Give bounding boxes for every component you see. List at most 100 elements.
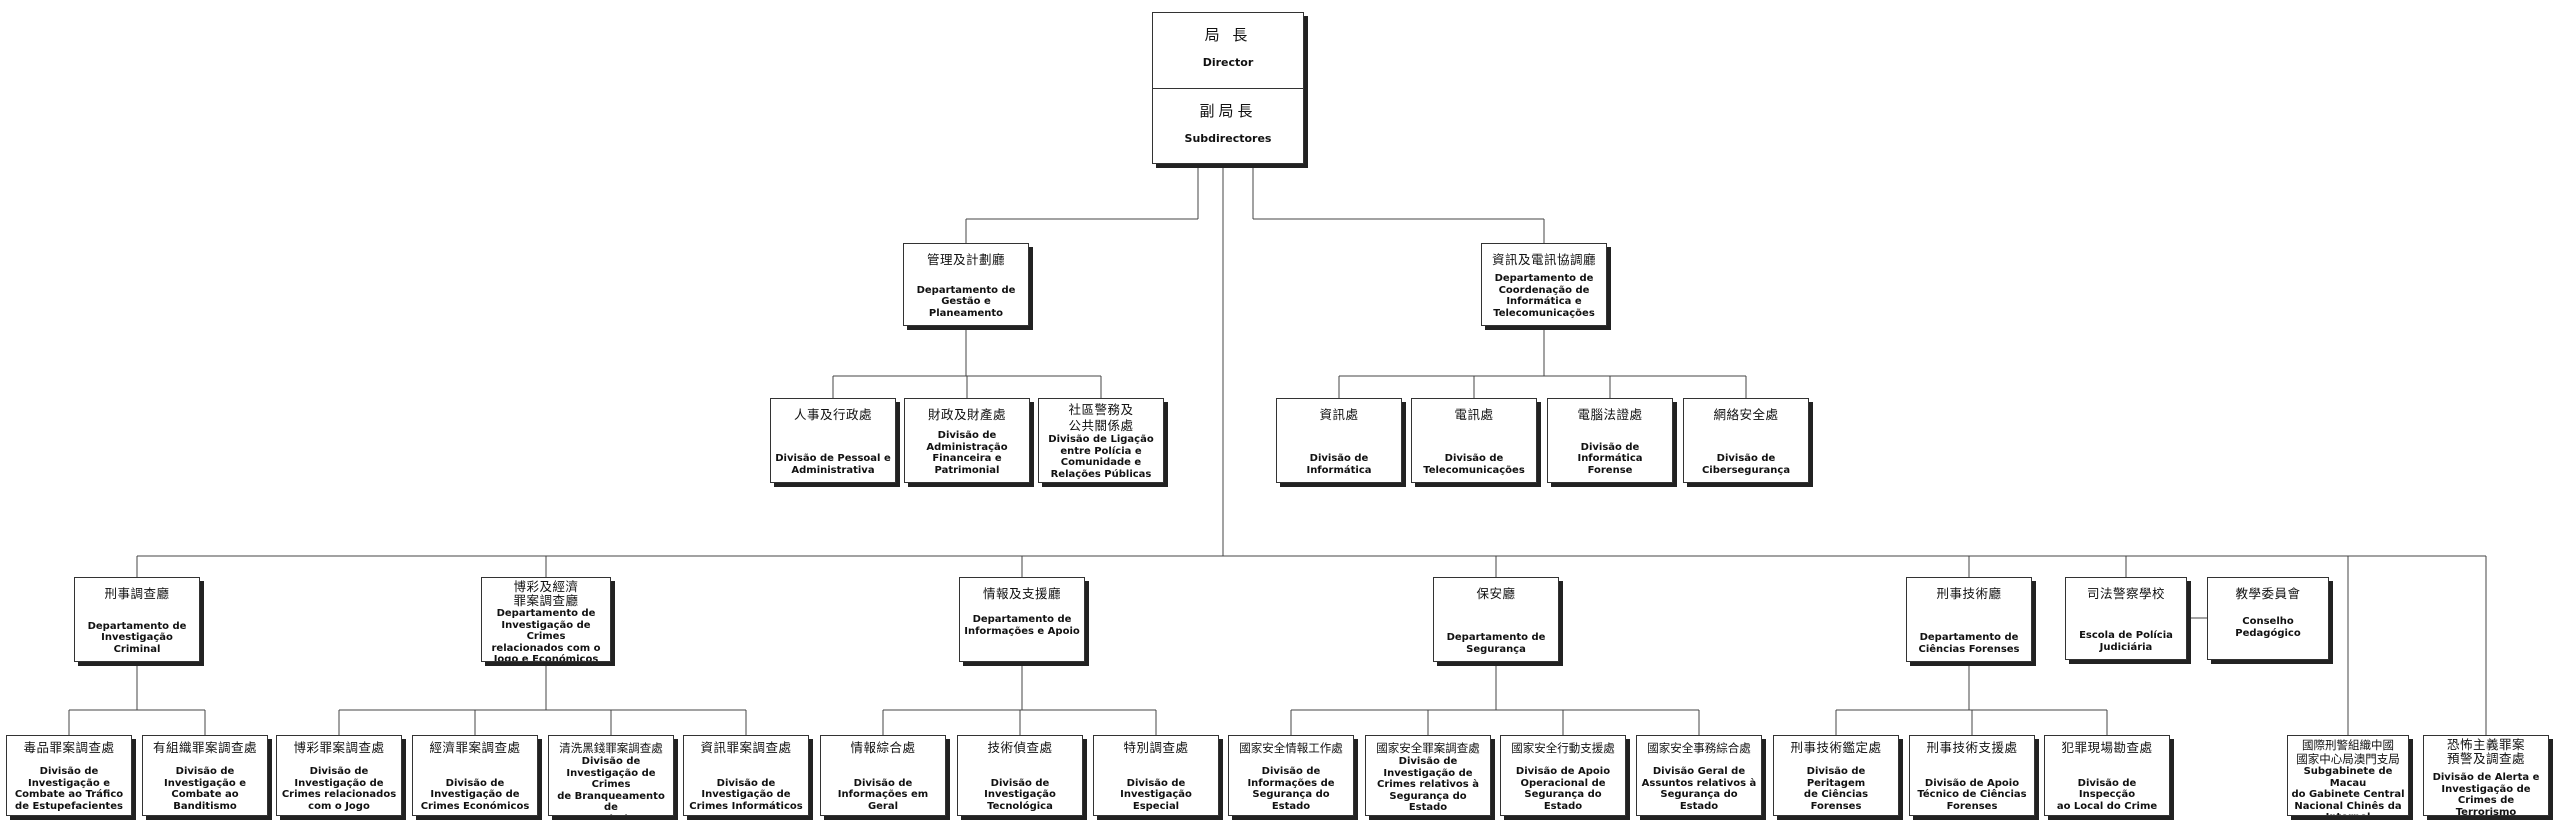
div-title-pt: Divisão de Informática Forense: [1577, 441, 1643, 476]
div-title-pt: Divisão de Apoio Operacional de Seguranç…: [1515, 766, 1611, 812]
div-title-pt: Divisão Geral de Assuntos relativos à Se…: [1641, 766, 1757, 812]
div-title-zh: 犯罪現場勘查處: [2061, 740, 2153, 755]
div-title-zh: 清洗黑錢罪案調查處: [559, 741, 663, 755]
dept-seguranca[interactable]: 保安廳 Departamento de Segurança: [1433, 577, 1559, 662]
dept-ciencias-forenses[interactable]: 刑事技術廳 Departamento de Ciências Forenses: [1906, 577, 2032, 662]
interpol-title-zh: 國際刑警組織中國 國家中心局澳門支局: [2296, 738, 2400, 766]
director-title-pt: Director: [1202, 56, 1254, 69]
dept-title-zh: 管理及計劃廳: [926, 252, 1005, 267]
div-administracao-financeira[interactable]: 財政及財產處 Divisão de Administração Financei…: [904, 398, 1030, 483]
div-title-pt: Divisão de Investigação de Crimes relati…: [1376, 756, 1479, 813]
div-title-zh: 社區警務及 公共關係處: [1068, 402, 1134, 433]
div-title-zh: 經濟罪案調查處: [429, 740, 521, 755]
div-title-pt: Divisão de Administração Financeira e Pa…: [926, 430, 1008, 476]
div-trafico-estupefacientes[interactable]: 毒品罪案調查處 Divisão de Investigação e Combat…: [6, 735, 132, 816]
dept-title-pt: Departamento de Gestão e Planeamento: [916, 284, 1016, 319]
div-title-zh: 資訊處: [1319, 407, 1359, 422]
dept-title-pt: Departamento de Ciências Forenses: [1918, 632, 2020, 655]
div-title-pt: Divisão de Peritagem de Ciências Forense…: [1803, 766, 1869, 812]
div-title-zh: 財政及財產處: [927, 407, 1006, 422]
div-title-zh: 資訊罪案調查處: [700, 740, 792, 755]
terrorismo-title-pt: Divisão de Alerta e Investigação de Crim…: [2432, 772, 2540, 816]
div-title-zh: 刑事技術鑑定處: [1790, 740, 1882, 755]
div-title-pt: Divisão de Cibersegurança: [1701, 453, 1791, 476]
dept-title-zh: 博彩及經濟 罪案調查廳: [513, 579, 579, 608]
dept-title-pt: Departamento de Investigação de Crimes r…: [491, 608, 601, 662]
escola-policia-judiciaria[interactable]: 司法警察學校 Escola de Polícia Judiciária: [2065, 577, 2187, 660]
div-informacoes-geral[interactable]: 情報綜合處 Divisão de Informações em Geral: [820, 735, 946, 816]
div-informatica[interactable]: 資訊處 Divisão de Informática: [1276, 398, 1402, 483]
dept-investigacao-criminal[interactable]: 刑事調查廳 Departamento de Investigação Crimi…: [74, 577, 200, 662]
deputy-title-pt: Subdirectores: [1184, 132, 1272, 145]
div-title-zh: 有組織罪案調查處: [152, 740, 257, 755]
div-title-pt: Divisão de Pessoal e Administrativa: [775, 453, 891, 476]
dept-title-pt: Departamento de Segurança: [1446, 632, 1546, 655]
div-ciberseguranca[interactable]: 網絡安全處 Divisão de Cibersegurança: [1683, 398, 1809, 483]
div-title-pt: Divisão de Informática: [1306, 453, 1372, 476]
div-title-zh: 特別調查處: [1123, 740, 1189, 755]
director-title-zh: 局 長: [1204, 26, 1252, 44]
dept-title-zh: 保安廳: [1476, 586, 1516, 601]
conselho-title-pt: Conselho Pedagógico: [2235, 616, 2301, 639]
dept-title-zh: 刑事技術廳: [1936, 586, 2002, 601]
dept-jogo-economicos[interactable]: 博彩及經濟 罪案調查廳 Departamento de Investigação…: [481, 577, 611, 662]
terrorismo-title-zh: 恐怖主義罪案 預警及調查處: [2446, 737, 2525, 766]
div-title-zh: 電腦法證處: [1577, 407, 1643, 422]
div-title-pt: Divisão de Investigação de Crimes relaci…: [281, 766, 397, 812]
deputy-title-zh: 副局長: [1199, 102, 1257, 120]
subgabinete-interpol-macau[interactable]: 國際刑警組織中國 國家中心局澳門支局 Subgabinete de Macau …: [2287, 735, 2409, 816]
div-branqueamento-capitais[interactable]: 清洗黑錢罪案調查處 Divisão de Investigação de Cri…: [548, 735, 674, 816]
div-informatica-forense[interactable]: 電腦法證處 Divisão de Informática Forense: [1547, 398, 1673, 483]
div-title-pt: Divisão de Informações em Geral: [837, 777, 929, 812]
dept-title-zh: 刑事調查廳: [104, 586, 170, 601]
div-title-zh: 國家安全事務綜合處: [1647, 741, 1751, 755]
div-title-zh: 國家安全行動支援處: [1511, 741, 1615, 755]
div-crimes-informaticos[interactable]: 資訊罪案調查處 Divisão de Investigação de Crime…: [683, 735, 809, 816]
dept-title-zh: 資訊及電訊協調廳: [1491, 252, 1596, 267]
div-title-zh: 博彩罪案調查處: [293, 740, 385, 755]
div-crimes-economicos[interactable]: 經濟罪案調查處 Divisão de Investigação de Crime…: [412, 735, 538, 816]
div-crimes-seguranca-estado[interactable]: 國家安全罪案調查處 Divisão de Investigação de Cri…: [1365, 735, 1491, 816]
div-crimes-jogo[interactable]: 博彩罪案調查處 Divisão de Investigação de Crime…: [276, 735, 402, 816]
div-ligacao-comunidade[interactable]: 社區警務及 公共關係處 Divisão de Ligação entre Pol…: [1038, 398, 1164, 483]
div-title-zh: 國家安全情報工作處: [1239, 741, 1343, 755]
dept-title-zh: 情報及支援廳: [982, 586, 1061, 601]
div-peritagem-forense[interactable]: 刑事技術鑑定處 Divisão de Peritagem de Ciências…: [1773, 735, 1899, 816]
div-title-pt: Divisão de Ligação entre Polícia e Comun…: [1048, 434, 1154, 480]
div-title-pt: Divisão de Apoio Técnico de Ciências For…: [1917, 777, 2027, 812]
div-title-pt: Divisão de Investigação e Combate ao Ban…: [163, 766, 247, 812]
div-title-zh: 人事及行政處: [793, 407, 872, 422]
director-box[interactable]: 局 長 Director 副局長 Subdirectores: [1152, 12, 1304, 164]
div-apoio-tecnico-forense[interactable]: 刑事技術支援處 Divisão de Apoio Técnico de Ciên…: [1909, 735, 2035, 816]
div-inspeccao-local-crime[interactable]: 犯罪現場勘查處 Divisão de Inspecção ao Local do…: [2044, 735, 2170, 816]
dept-informacoes-apoio[interactable]: 情報及支援廳 Departamento de Informações e Apo…: [959, 577, 1085, 662]
deputy-director-section: 副局長 Subdirectores: [1153, 88, 1303, 163]
div-assuntos-seguranca-estado[interactable]: 國家安全事務綜合處 Divisão Geral de Assuntos rela…: [1636, 735, 1762, 816]
div-title-pt: Divisão de Investigação de Crimes de Bra…: [557, 756, 665, 815]
div-informacoes-seguranca-estado[interactable]: 國家安全情報工作處 Divisão de Informações de Segu…: [1228, 735, 1354, 816]
escola-title-pt: Escola de Polícia Judiciária: [2079, 630, 2173, 653]
div-title-zh: 技術偵查處: [987, 740, 1053, 755]
div-banditismo[interactable]: 有組織罪案調查處 Divisão de Investigação e Comba…: [142, 735, 268, 816]
dept-gestao-planeamento[interactable]: 管理及計劃廳 Departamento de Gestão e Planeame…: [903, 243, 1029, 326]
div-title-pt: Divisão de Investigação e Combate ao Trá…: [14, 766, 124, 812]
dept-coordenacao-informatica[interactable]: 資訊及電訊協調廳 Departamento de Coordenação de …: [1481, 243, 1607, 326]
conselho-pedagogico[interactable]: 教學委員會 Conselho Pedagógico: [2207, 577, 2329, 660]
div-title-pt: Divisão de Informações de Segurança do E…: [1247, 766, 1335, 812]
div-pessoal-administrativa[interactable]: 人事及行政處 Divisão de Pessoal e Administrati…: [770, 398, 896, 483]
div-title-pt: Divisão de Inspecção ao Local do Crime: [2056, 777, 2158, 812]
div-title-pt: Divisão de Investigação Especial: [1120, 777, 1192, 812]
div-telecomunicacoes[interactable]: 電訊處 Divisão de Telecomunicações: [1411, 398, 1537, 483]
div-title-zh: 情報綜合處: [850, 740, 916, 755]
div-crimes-terrorismo[interactable]: 恐怖主義罪案 預警及調查處 Divisão de Alerta e Invest…: [2423, 735, 2549, 816]
div-title-zh: 電訊處: [1454, 407, 1494, 422]
div-apoio-operacional-seguranca[interactable]: 國家安全行動支援處 Divisão de Apoio Operacional d…: [1500, 735, 1626, 816]
div-investigacao-tecnologica[interactable]: 技術偵查處 Divisão de Investigação Tecnológic…: [957, 735, 1083, 816]
dept-title-pt: Departamento de Coordenação de Informáti…: [1493, 273, 1595, 319]
dept-title-pt: Departamento de Informações e Apoio: [964, 614, 1080, 637]
div-title-pt: Divisão de Investigação Tecnológica: [984, 777, 1056, 812]
div-investigacao-especial[interactable]: 特別調查處 Divisão de Investigação Especial: [1093, 735, 1219, 816]
div-title-pt: Divisão de Investigação de Crimes Inform…: [689, 777, 803, 812]
conselho-title-zh: 教學委員會: [2235, 586, 2301, 601]
